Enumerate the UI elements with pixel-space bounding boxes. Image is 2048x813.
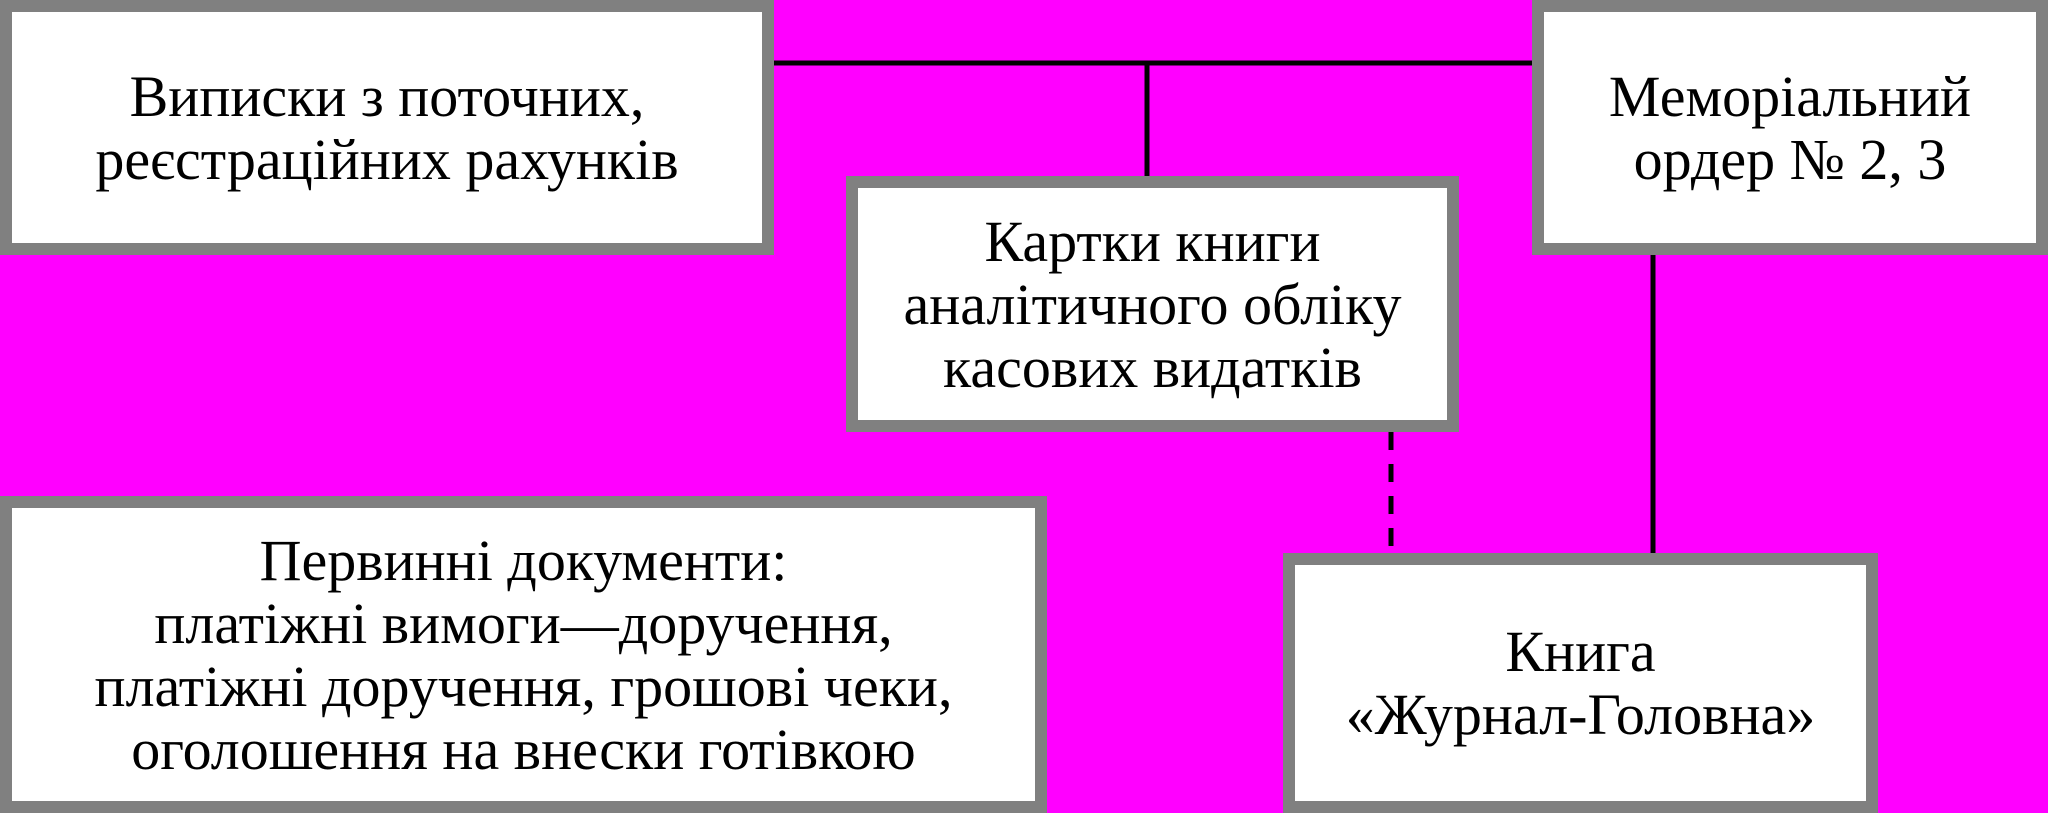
box-primary-documents-line: оголошення на внески готівкою xyxy=(131,716,916,782)
box-journal-main-book: Книга «Журнал-Головна» xyxy=(1283,553,1878,813)
box-account-statements: Виписки з поточних, реєстраційних рахунк… xyxy=(0,0,774,255)
box-primary-documents: Первинні документи: платіжні вимоги—дору… xyxy=(0,496,1047,813)
box-primary-documents-text: Первинні документи: платіжні вимоги—дору… xyxy=(95,529,953,781)
box-journal-main-book-line: «Журнал-Головна» xyxy=(1345,682,1816,747)
box-journal-main-book-line: Книга xyxy=(1505,619,1656,684)
box-memorial-order-line: ордер № 2, 3 xyxy=(1633,126,1947,192)
box-analytical-cards-text: Картки книги аналітичного обліку касових… xyxy=(903,210,1401,399)
box-account-statements-line: Виписки з поточних, xyxy=(129,63,645,129)
box-memorial-order-line: Меморіальний xyxy=(1608,63,1972,129)
box-analytical-cards: Картки книги аналітичного обліку касових… xyxy=(846,176,1459,432)
box-primary-documents-line: Первинні документи: xyxy=(259,527,788,593)
box-account-statements-line: реєстраційних рахунків xyxy=(95,126,679,192)
box-memorial-order: Меморіальний ордер № 2, 3 xyxy=(1532,0,2048,255)
box-memorial-order-text: Меморіальний ордер № 2, 3 xyxy=(1609,65,1971,191)
box-analytical-cards-line: аналітичного обліку xyxy=(903,271,1402,337)
box-primary-documents-line: платіжні доручення, грошові чеки, xyxy=(94,653,953,719)
box-journal-main-book-text: Книга «Журнал-Головна» xyxy=(1346,620,1815,746)
box-primary-documents-line: платіжні вимоги—доручення, xyxy=(154,590,893,656)
box-account-statements-text: Виписки з поточних, реєстраційних рахунк… xyxy=(95,65,678,191)
box-analytical-cards-line: Картки книги xyxy=(984,208,1321,274)
box-analytical-cards-line: касових видатків xyxy=(943,334,1362,400)
